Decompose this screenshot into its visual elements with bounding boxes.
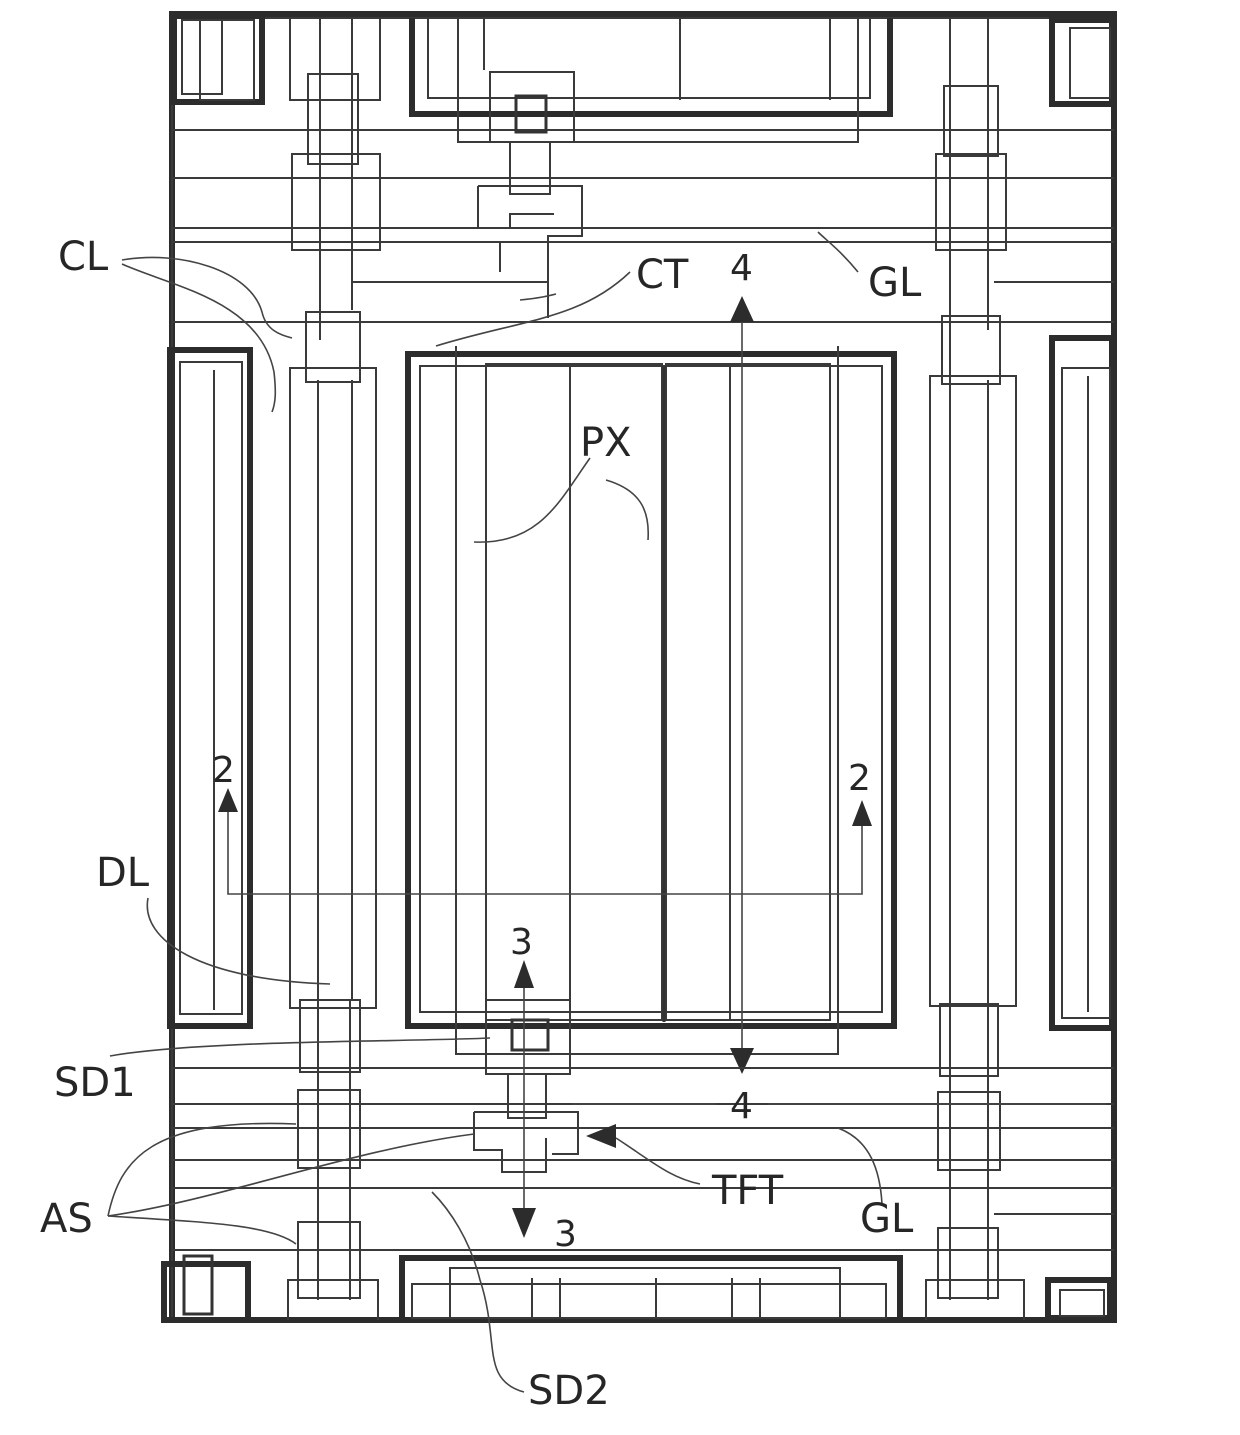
pixel-outer-frame: [172, 14, 1114, 1320]
label-ct: CT: [636, 252, 689, 298]
top-tft: [478, 142, 582, 318]
label-section-4-bottom: 4: [730, 1086, 753, 1127]
label-section-2-left: 2: [212, 750, 235, 791]
label-as: AS: [40, 1196, 93, 1242]
bottom-left-corner-pad: [164, 1256, 248, 1320]
section-line-2: [218, 788, 872, 894]
label-gl-bottom: GL: [860, 1196, 914, 1242]
label-sd2: SD2: [528, 1368, 610, 1414]
top-right-data-line-stub: [936, 18, 1114, 384]
top-neighbour-pixel-electrode: [412, 18, 890, 142]
label-gl-top: GL: [868, 260, 922, 306]
label-section-4-top: 4: [730, 248, 753, 289]
section-line-3: [512, 960, 536, 1238]
right-common-line: [930, 376, 1016, 1006]
label-section-3-bottom: 3: [554, 1214, 577, 1255]
bottom-neighbour-pixel-electrode: [288, 1258, 1024, 1320]
label-dl: DL: [96, 850, 150, 896]
bottom-right-data-line: [938, 1000, 1114, 1300]
top-right-corner-pad: [1052, 20, 1112, 104]
label-tft: TFT: [711, 1168, 784, 1214]
section-line-4: [730, 296, 754, 1074]
bottom-right-corner-pad: [1048, 1280, 1110, 1318]
label-section-3-top: 3: [510, 922, 533, 963]
label-section-2-right: 2: [848, 758, 871, 799]
label-px: PX: [580, 420, 632, 466]
left-neighbour-electrode: [170, 350, 250, 1026]
label-sd1: SD1: [54, 1060, 136, 1106]
counter-electrode-frame: [408, 346, 894, 1054]
leader-lines: [108, 232, 1106, 1392]
pixel-electrode-combs: [486, 364, 830, 1022]
top-left-corner-pad: [174, 16, 262, 102]
right-neighbour-electrode: [1052, 338, 1112, 1028]
label-cl: CL: [58, 234, 109, 280]
left-common-line: [290, 312, 376, 1008]
